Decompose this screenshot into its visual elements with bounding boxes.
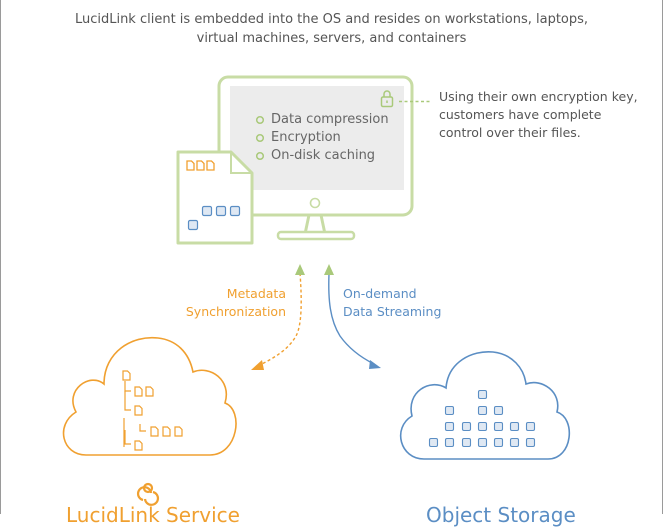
lucidlink-cloud bbox=[62, 336, 237, 456]
feature-on-disk-caching: On-disk caching bbox=[271, 148, 376, 163]
folder-tree-icon bbox=[122, 370, 183, 451]
encryption-note-line-1: Using their own encryption key, bbox=[439, 89, 638, 104]
object-storage-label: Object Storage bbox=[426, 503, 576, 527]
metadata-sync-arrow bbox=[251, 264, 305, 370]
lucidlink-logo-icon bbox=[136, 482, 160, 506]
metadata-label-line-2: Synchronization bbox=[185, 304, 286, 319]
encryption-note: Using their own encryption key, customer… bbox=[439, 88, 638, 142]
encryption-note-line-2: customers have complete bbox=[439, 107, 602, 122]
power-button-icon bbox=[309, 197, 321, 209]
caption-line-2: virtual machines, servers, and container… bbox=[196, 31, 467, 46]
data-streaming-label: On-demand Data Streaming bbox=[343, 285, 441, 321]
object-storage-cloud bbox=[400, 351, 571, 460]
metadata-label-line-1: Metadata bbox=[226, 286, 286, 301]
streaming-label-line-2: Data Streaming bbox=[343, 304, 442, 319]
document-icon bbox=[176, 150, 254, 245]
streaming-label-line-1: On-demand bbox=[343, 286, 417, 301]
lucidlink-service-label: LucidLink Service bbox=[66, 503, 240, 527]
diagram-caption: LucidLink client is embedded into the OS… bbox=[0, 10, 663, 48]
caption-line-1: LucidLink client is embedded into the OS… bbox=[74, 12, 589, 27]
feature-bullets bbox=[255, 115, 265, 161]
encryption-note-line-3: control over their files. bbox=[439, 125, 581, 140]
feature-encryption: Encryption bbox=[271, 130, 341, 145]
metadata-sync-label: Metadata Synchronization bbox=[186, 285, 286, 321]
diagram-graphics bbox=[62, 75, 571, 506]
lock-icon bbox=[380, 90, 394, 108]
feature-data-compression: Data compression bbox=[271, 112, 389, 127]
storage-blocks bbox=[428, 389, 536, 448]
data-streaming-arrow bbox=[324, 264, 381, 369]
monitor bbox=[217, 75, 414, 241]
